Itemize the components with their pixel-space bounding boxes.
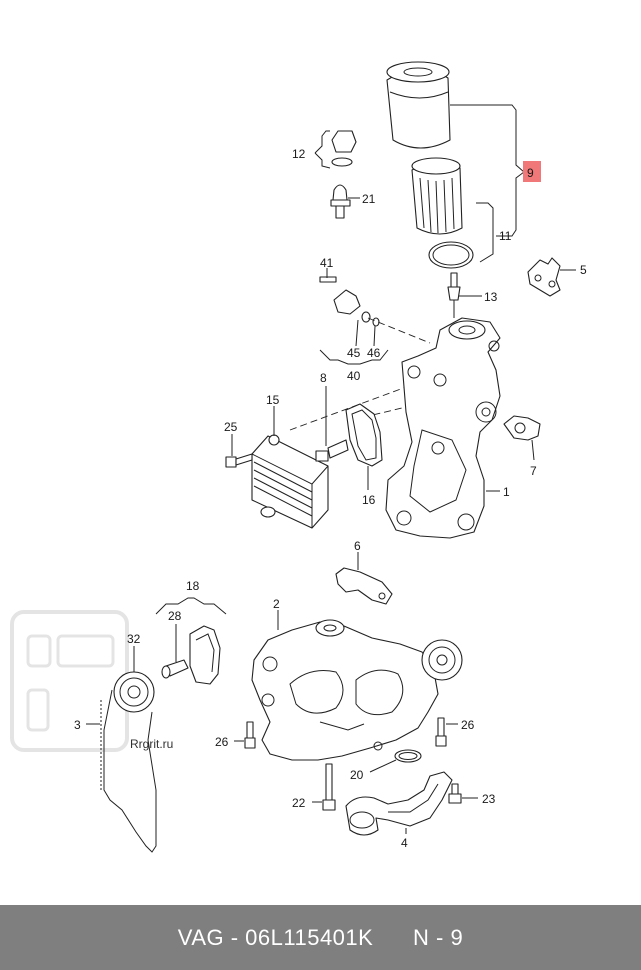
callout-15: 15 xyxy=(266,393,280,407)
cap-12 xyxy=(331,130,357,167)
callout-41: 41 xyxy=(320,256,334,270)
callout-3: 3 xyxy=(74,718,81,732)
callout-18: 18 xyxy=(186,579,200,593)
tensioner-28 xyxy=(161,625,221,685)
callout-21: 21 xyxy=(362,192,376,206)
sensor-21 xyxy=(330,184,351,219)
callout-45: 45 xyxy=(347,346,361,360)
watermark-text: Rrgrit.ru xyxy=(130,737,173,751)
oil-cooler-15 xyxy=(251,434,329,529)
filter-bracket-1 xyxy=(385,317,501,539)
bolt-22 xyxy=(322,763,336,811)
filter-element xyxy=(411,157,463,235)
callout-32: 32 xyxy=(127,632,141,646)
callout-26-left: 26 xyxy=(215,735,229,749)
pressure-switch-40 xyxy=(319,276,380,327)
valve-13 xyxy=(447,272,461,318)
sprocket-32 xyxy=(113,671,155,713)
oil-pump-2 xyxy=(251,619,439,761)
bracket-5 xyxy=(527,257,561,297)
callout-6: 6 xyxy=(354,539,361,553)
callout-16: 16 xyxy=(362,493,376,507)
gasket-16 xyxy=(345,403,383,467)
callout-12: 12 xyxy=(292,147,306,161)
highlight-marker xyxy=(523,161,541,182)
parts-diagram: Rrgrit.ru 9 11 12 21 5 xyxy=(10,61,587,853)
bolt-23 xyxy=(448,783,462,804)
callout-23: 23 xyxy=(482,792,496,806)
chain-3 xyxy=(100,689,157,853)
callout-2: 2 xyxy=(273,597,280,611)
oil-filter-housing xyxy=(386,61,451,149)
baffle-6 xyxy=(335,567,393,605)
callout-5: 5 xyxy=(580,263,587,277)
callout-7: 7 xyxy=(530,464,537,478)
part-number: VAG - 06L115401K xyxy=(177,924,374,950)
oring-20 xyxy=(394,749,422,763)
callout-1: 1 xyxy=(503,485,510,499)
seal-7 xyxy=(503,415,541,441)
bolt-26-left xyxy=(244,721,256,749)
callout-4: 4 xyxy=(401,836,408,850)
callout-28: 28 xyxy=(168,609,182,623)
callout-13: 13 xyxy=(484,290,498,304)
filter-seal-ring xyxy=(428,241,474,269)
diagram-position: N - 9 xyxy=(413,924,464,950)
callout-46: 46 xyxy=(367,346,381,360)
callout-25: 25 xyxy=(224,420,238,434)
callout-9: 9 xyxy=(527,166,534,180)
suction-pipe-4 xyxy=(345,771,453,836)
bolt-26-right xyxy=(435,717,447,747)
valve-8 xyxy=(315,439,349,462)
callout-20: 20 xyxy=(350,768,364,782)
callout-40: 40 xyxy=(347,369,361,383)
pump-gear xyxy=(421,639,463,681)
callout-26-right: 26 xyxy=(461,718,475,732)
callout-22: 22 xyxy=(292,796,306,810)
callout-8: 8 xyxy=(320,371,327,385)
bolt-25 xyxy=(225,453,253,468)
footer-bar: VAG - 06L115401K N - 9 xyxy=(0,905,641,970)
footer-gap xyxy=(373,925,413,951)
callout-11: 11 xyxy=(499,229,512,243)
